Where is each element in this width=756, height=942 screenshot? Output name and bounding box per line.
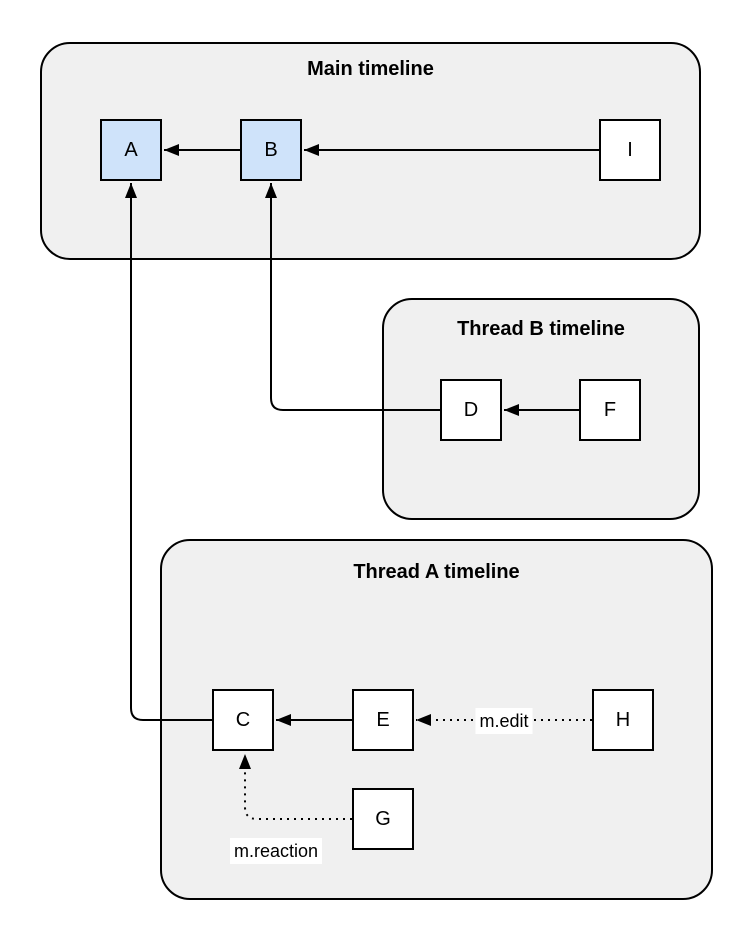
edge-label-m-edit: m.edit [475,708,533,734]
event-node-d: D [440,379,502,441]
group-thread-b-timeline-title: Thread B timeline [457,318,625,340]
event-node-i: I [599,119,661,181]
event-node-a: A [100,119,162,181]
group-thread-a-timeline-title: Thread A timeline [353,561,520,583]
event-node-h: H [592,689,654,751]
event-node-b: B [240,119,302,181]
group-main-timeline-title: Main timeline [307,58,434,80]
event-node-e: E [352,689,414,751]
event-node-f: F [579,379,641,441]
event-node-c: C [212,689,274,751]
event-node-g: G [352,788,414,850]
edge-label-m-reaction: m.reaction [229,838,323,864]
group-thread-b-timeline: Thread B timeline [382,298,700,520]
